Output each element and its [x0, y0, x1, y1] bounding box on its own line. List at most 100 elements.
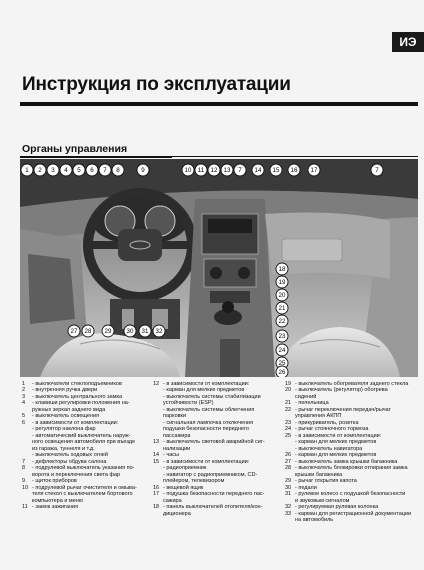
legend-item-text: - карман для мелких предметов — [163, 387, 245, 394]
callout-28: 28 — [81, 324, 95, 338]
legend-item: крышки багажника — [285, 472, 418, 478]
legend-item-text: парковки — [163, 413, 187, 420]
callout-13: 13 — [220, 163, 234, 177]
legend-item-text: - рычаг открытия капота — [295, 478, 357, 485]
legend-item-number: 20 — [285, 387, 292, 394]
legend-item-text: управления АКПП — [295, 413, 342, 420]
legend-item-text: - регулятор наклона фар — [32, 426, 96, 433]
legend-item: компьютера и меню — [22, 498, 150, 504]
legend-item: 7- дефлекторы обдува салона — [22, 459, 150, 465]
legend-item: ворота и переключения света фар — [22, 472, 150, 478]
legend-item-number: 6 — [22, 419, 26, 426]
svg-text:19: 19 — [279, 279, 286, 286]
callout-4: 4 — [59, 163, 73, 177]
legend-item-text: - радиоприемник — [163, 465, 207, 472]
legend-item: - выключатель системы стабилизации — [153, 394, 281, 400]
svg-text:11: 11 — [198, 167, 205, 174]
legend-item-text: - сигнальная лампочка отключения — [163, 419, 254, 426]
legend-column-3: 19- выключатель обогревателя заднего сте… — [285, 381, 418, 524]
callout-23: 23 — [275, 329, 289, 343]
callout-2: 2 — [33, 163, 47, 177]
callout-12: 12 — [207, 163, 221, 177]
legend-item-text: - рычаг стояночного тормоза — [295, 426, 369, 433]
legend-item-text: - в зависимости от комплектации: — [163, 458, 250, 465]
legend-item-text: - в зависимости от комплектации: — [295, 432, 382, 439]
legend-item-text: крышки багажника — [295, 471, 343, 478]
legend-item-number: 15 — [153, 458, 160, 465]
svg-text:10: 10 — [185, 167, 192, 174]
legend-item-text: ворота и переключения света фар — [32, 471, 121, 478]
legend-item-text: - вещевой ящик — [163, 484, 204, 491]
callout-8: 8 — [111, 163, 125, 177]
callout-10: 10 — [181, 163, 195, 177]
callout-31: 31 — [138, 324, 152, 338]
callout-7: 7 — [370, 163, 384, 177]
svg-text:7: 7 — [238, 167, 242, 174]
legend-item-number: 29 — [285, 478, 292, 485]
legend-item: 31- рулевое колесо с подушкой безопаснос… — [285, 491, 418, 497]
legend-item-number: 18 — [153, 504, 160, 511]
legend-item-text: - выключатель освещения — [32, 413, 99, 420]
svg-text:13: 13 — [224, 167, 231, 174]
callout-21: 21 — [275, 301, 289, 315]
legend-item-text: - рычаг переключения передач/рычаг — [295, 406, 391, 413]
legend-item-number: 4 — [22, 400, 26, 407]
legend-item-text: - навигатор с радиоприемником, CD- — [163, 471, 258, 478]
svg-text:7: 7 — [375, 167, 379, 174]
svg-text:26: 26 — [279, 369, 286, 376]
legend-item-text: - педали — [295, 484, 317, 491]
title-rule — [20, 102, 418, 106]
svg-text:17: 17 — [311, 167, 318, 174]
legend-item: 17- подушка безопасности переднего пас- — [153, 491, 281, 497]
legend-item: 11- замок зажигания — [22, 504, 150, 510]
legend-item-text: - выключатель центрального замка — [32, 393, 123, 400]
legend-item: подушки безопасности переднего — [153, 426, 281, 432]
legend-item-text: - выключатель системы стабилизации — [163, 393, 261, 400]
legend-item-number: 13 — [153, 439, 160, 446]
legend-item-number: 31 — [285, 491, 292, 498]
legend-item: - радиоприемник — [153, 465, 281, 471]
legend-item-number: 16 — [153, 484, 160, 491]
callout-20: 20 — [275, 288, 289, 302]
svg-text:7: 7 — [103, 167, 107, 174]
legend-item-text: - в зависимости от комплектации: — [32, 419, 119, 426]
legend-item-text: - клавиши регулировки положения на- — [32, 400, 130, 407]
legend-item: и звуковым сигналом — [285, 498, 418, 504]
legend-item: 29- рычаг открытия капота — [285, 478, 418, 484]
legend-item-text: диционера — [163, 510, 191, 517]
legend-item-text: - выключатель блокировки отпирания замка — [295, 465, 408, 472]
legend-item: теля стекол с выключателем бортового — [22, 491, 150, 497]
legend-item-text: сидений — [295, 393, 317, 400]
legend-item-number: 2 — [22, 387, 26, 394]
callout-11: 11 — [194, 163, 208, 177]
legend-item-text: - рулевое колесо с подушкой безопасности — [295, 491, 406, 498]
legend-item: - карман для мелких предметов — [153, 387, 281, 393]
legend-item: 27- выключатель замка крышки багажника — [285, 459, 418, 465]
legend-item: 19- выключатель обогревателя заднего сте… — [285, 381, 418, 387]
svg-text:9: 9 — [141, 167, 145, 174]
legend-item-text: ружных зеркал заднего вида — [32, 406, 106, 413]
legend-item: ного освещения автомобиля при въезде — [22, 439, 150, 445]
legend-item: 33- карман для регистрационной документа… — [285, 511, 418, 517]
legend-item: - выключатель навигатора — [285, 446, 418, 452]
legend-item: - карман для мелких предметов — [285, 439, 418, 445]
svg-text:29: 29 — [105, 328, 112, 335]
legend-item: устойчивости (ESP) — [153, 400, 281, 406]
legend-item-text: - выключатель (регулятор) обогрева — [295, 387, 388, 394]
legend-item-number: 32 — [285, 504, 292, 511]
callout-14: 14 — [251, 163, 265, 177]
legend-item: парковки — [153, 413, 281, 419]
legend-item-number: 33 — [285, 510, 292, 517]
svg-text:31: 31 — [142, 328, 149, 335]
legend-item: управления АКПП — [285, 413, 418, 419]
svg-text:4: 4 — [64, 167, 68, 174]
svg-text:12: 12 — [211, 167, 218, 174]
legend-item: 15- в зависимости от комплектации: — [153, 459, 281, 465]
legend-item: 23- прикуриватель, розетка — [285, 420, 418, 426]
legend-item: 8- подрулевой выключатель указания по- — [22, 465, 150, 471]
svg-text:24: 24 — [279, 347, 286, 354]
legend-item: 4 - клавиши регулировки положения на- — [22, 400, 150, 406]
legend-item: 32- регулируемая рулевая колонка — [285, 504, 418, 510]
